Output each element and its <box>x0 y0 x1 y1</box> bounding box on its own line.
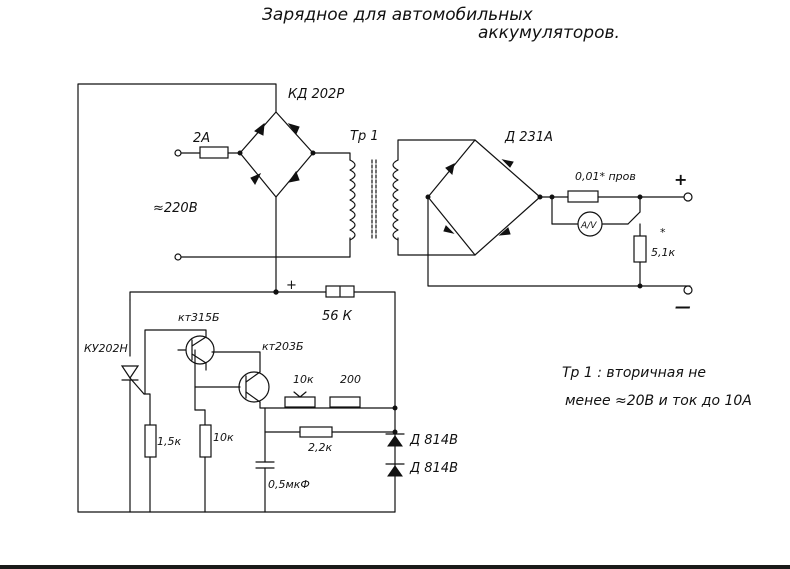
fuse-label: 2А <box>193 131 210 146</box>
r-10k-pot-label: 10к <box>293 373 314 386</box>
thyristor-ku202n <box>120 299 145 513</box>
resistor-200 <box>329 396 361 408</box>
bridge1-label: КД 202Р <box>288 87 344 102</box>
mains-label: ≈220В <box>153 201 198 216</box>
resistor-1-5k <box>144 424 157 458</box>
note-line-2: менее ≈20В и ток до 10А <box>565 393 752 409</box>
title-line-1: Зарядное для автомобильных <box>262 5 534 25</box>
thyristor-label: КУ202Н <box>84 342 128 355</box>
plus-terminal[interactable] <box>683 192 693 202</box>
plus-output-label: + <box>674 170 687 189</box>
note-line-1: Тр 1 : вторичная не <box>562 365 706 381</box>
transformer-label: Тр 1 <box>350 129 379 144</box>
resistor-5-1k <box>633 235 647 263</box>
zener-d814v-1 <box>385 433 405 447</box>
scan-edge <box>0 565 790 569</box>
resistor-10k-pot[interactable] <box>284 396 316 408</box>
minus-output-label: — <box>675 297 691 316</box>
transistor-kt315b <box>144 329 215 395</box>
r-200-label: 200 <box>340 373 361 386</box>
mains-input <box>174 146 351 261</box>
r-1-5k-label: 1,5к <box>157 435 181 448</box>
z2-label: Д 814В <box>409 461 458 476</box>
r-56k-label: 56 К <box>322 309 353 324</box>
transformer-tr1 <box>349 159 399 241</box>
meter-label: A/V <box>580 221 597 231</box>
r-5-1k-star: * <box>660 226 666 239</box>
bridge-d231a <box>425 139 543 256</box>
transistor-kt203b <box>194 351 396 409</box>
shunt-resistor <box>567 190 599 203</box>
r-2-2k-label: 2,2к <box>308 441 332 454</box>
cap-label: 0,5мкФ <box>268 478 310 491</box>
t2-label: кт203Б <box>262 340 304 353</box>
title-line-2: аккумуляторов. <box>478 23 620 43</box>
meter-switch[interactable] <box>627 211 641 225</box>
bridge-kd202r <box>237 111 316 198</box>
r-10k-label: 10к <box>213 431 234 444</box>
r-5-1k-label: 5,1к <box>651 246 675 259</box>
resistor-2-2k <box>299 426 333 438</box>
z1-label: Д 814В <box>409 433 458 448</box>
zener-d814v-2 <box>385 463 405 477</box>
minus-terminal[interactable] <box>683 285 693 295</box>
resistor-10k <box>199 424 212 458</box>
shunt-label: 0,01* пров <box>575 170 636 183</box>
bridge2-label: Д 231А <box>504 130 553 145</box>
t1-label: кт315Б <box>178 311 220 324</box>
fuse <box>199 146 229 159</box>
plus-rail-label: + <box>286 278 297 293</box>
